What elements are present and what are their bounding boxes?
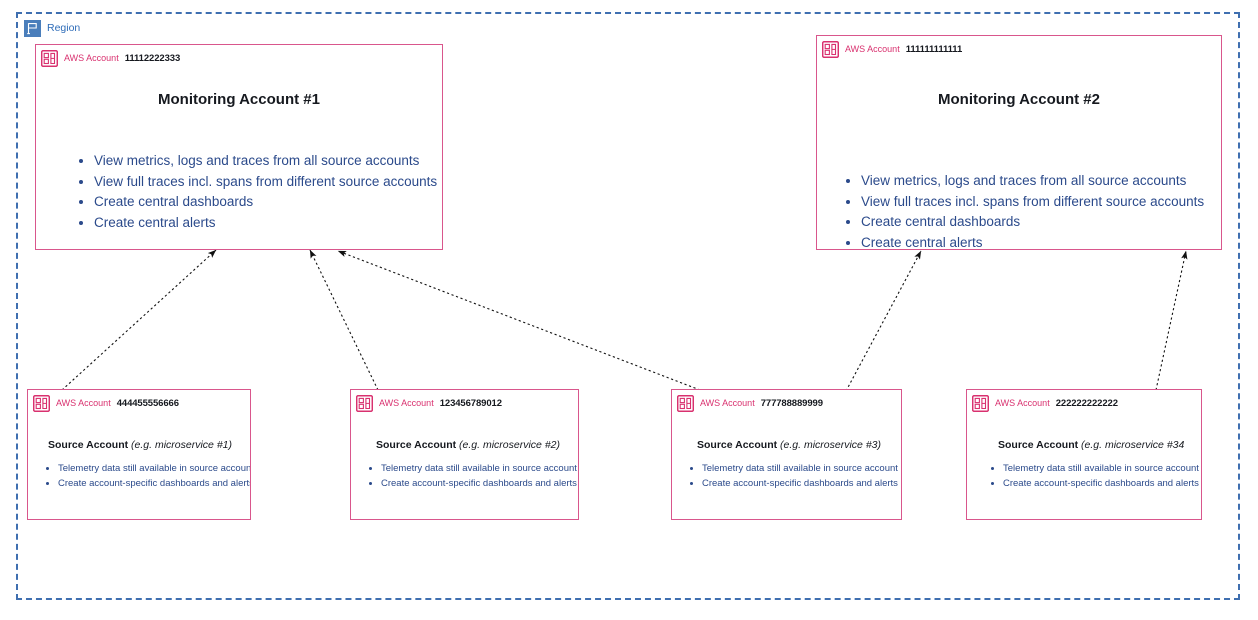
monitoring-account-title: Monitoring Account #1 (158, 91, 320, 108)
list-item: Telemetry data still available in source… (381, 461, 577, 476)
source-account-title: Source Account (e.g. microservice #1) (48, 439, 232, 451)
account-header: AWS Account 777788889999 (676, 394, 823, 413)
region-label-group: Region (24, 20, 80, 37)
aws-account-icon (32, 394, 51, 413)
list-item: Create central dashboards (94, 192, 437, 213)
account-type-label: AWS Account (845, 44, 900, 54)
aws-account-icon (355, 394, 374, 413)
source-account-title-italic: (e.g. microservice #3) (780, 439, 881, 451)
account-id: 777788889999 (760, 397, 823, 409)
account-header: AWS Account 444455556666 (32, 394, 179, 413)
account-type-label: AWS Account (700, 398, 755, 408)
account-id: 123456789012 (439, 397, 502, 409)
account-type-label: AWS Account (56, 398, 111, 408)
source-account-title-italic: (e.g. microservice #2) (459, 439, 560, 451)
list-item: Create account-specific dashboards and a… (702, 476, 898, 491)
list-item: Create central dashboards (861, 212, 1204, 233)
account-id: 11112222333 (124, 52, 181, 64)
list-item: Telemetry data still available in source… (58, 461, 250, 476)
account-id: 444455556666 (116, 397, 179, 409)
source-account-title: Source Account (e.g. microservice #3) (697, 439, 881, 451)
account-header: AWS Account 111111111111 (821, 40, 963, 59)
aws-account-icon (676, 394, 695, 413)
monitoring-benefits-list: View metrics, logs and traces from all s… (839, 171, 1204, 250)
aws-account-box-monitoring-2[interactable]: AWS Account 111111111111 Monitoring Acco… (816, 35, 1222, 250)
account-id: 222222222222 (1055, 397, 1118, 409)
source-benefits-list: Telemetry data still available in source… (365, 461, 577, 491)
account-header: AWS Account 11112222333 (40, 49, 181, 68)
list-item: Create central alerts (861, 233, 1204, 250)
list-item: View metrics, logs and traces from all s… (94, 151, 437, 172)
aws-account-icon (971, 394, 990, 413)
aws-account-box-source-3[interactable]: AWS Account 777788889999 Source Account … (671, 389, 902, 520)
source-account-title: Source Account (e.g. microservice #2) (376, 439, 560, 451)
account-header: AWS Account 123456789012 (355, 394, 502, 413)
account-type-label: AWS Account (379, 398, 434, 408)
list-item: View full traces incl. spans from differ… (94, 172, 437, 193)
source-account-title-bold: Source Account (376, 439, 457, 451)
account-type-label: AWS Account (995, 398, 1050, 408)
list-item: View metrics, logs and traces from all s… (861, 171, 1204, 192)
account-id: 111111111111 (905, 43, 963, 55)
list-item: Telemetry data still available in source… (1003, 461, 1199, 476)
aws-account-box-monitoring-1[interactable]: AWS Account 11112222333 Monitoring Accou… (35, 44, 443, 250)
account-header: AWS Account 222222222222 (971, 394, 1118, 413)
source-account-title: Source Account (e.g. microservice #34 (998, 439, 1184, 451)
list-item: Create account-specific dashboards and a… (58, 476, 250, 491)
list-item: Telemetry data still available in source… (702, 461, 898, 476)
source-benefits-list: Telemetry data still available in source… (987, 461, 1199, 491)
aws-account-icon (40, 49, 59, 68)
aws-account-box-source-4[interactable]: AWS Account 222222222222 Source Account … (966, 389, 1202, 520)
aws-account-box-source-2[interactable]: AWS Account 123456789012 Source Account … (350, 389, 579, 520)
monitoring-account-title: Monitoring Account #2 (938, 91, 1100, 108)
list-item: View full traces incl. spans from differ… (861, 192, 1204, 213)
source-account-title-bold: Source Account (697, 439, 778, 451)
source-account-title-bold: Source Account (998, 439, 1079, 451)
aws-account-box-source-1[interactable]: AWS Account 444455556666 Source Account … (27, 389, 251, 520)
list-item: Create account-specific dashboards and a… (381, 476, 577, 491)
source-benefits-list: Telemetry data still available in source… (686, 461, 898, 491)
region-container: Region (16, 12, 1240, 600)
account-type-label: AWS Account (64, 53, 119, 63)
region-flag-icon (24, 20, 41, 37)
source-account-title-bold: Source Account (48, 439, 129, 451)
aws-account-icon (821, 40, 840, 59)
source-benefits-list: Telemetry data still available in source… (42, 461, 250, 491)
list-item: Create account-specific dashboards and a… (1003, 476, 1199, 491)
source-account-title-italic: (e.g. microservice #34 (1081, 439, 1185, 451)
monitoring-benefits-list: View metrics, logs and traces from all s… (72, 151, 437, 233)
list-item: Create central alerts (94, 213, 437, 234)
region-title: Region (47, 22, 81, 35)
source-account-title-italic: (e.g. microservice #1) (131, 439, 232, 451)
